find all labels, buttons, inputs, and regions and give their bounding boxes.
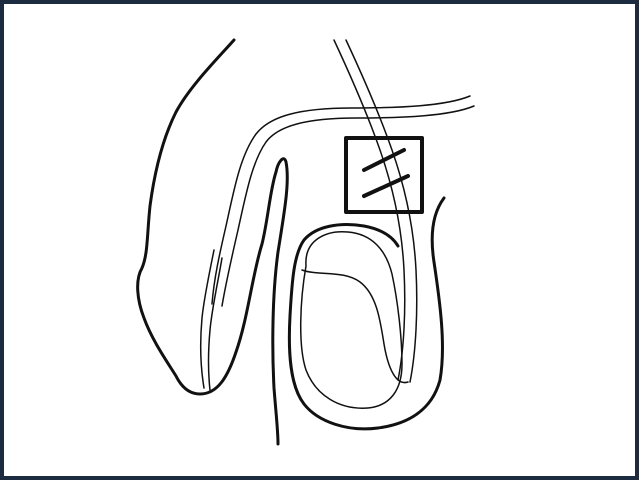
shaft-outline	[138, 40, 288, 444]
highlight-box	[346, 138, 422, 212]
vas-deferens-outer	[212, 96, 470, 304]
scrotum-outline	[289, 198, 444, 429]
cut-mark-lower	[364, 176, 408, 196]
testis-outline	[301, 232, 402, 408]
epididymis-line	[302, 270, 408, 383]
